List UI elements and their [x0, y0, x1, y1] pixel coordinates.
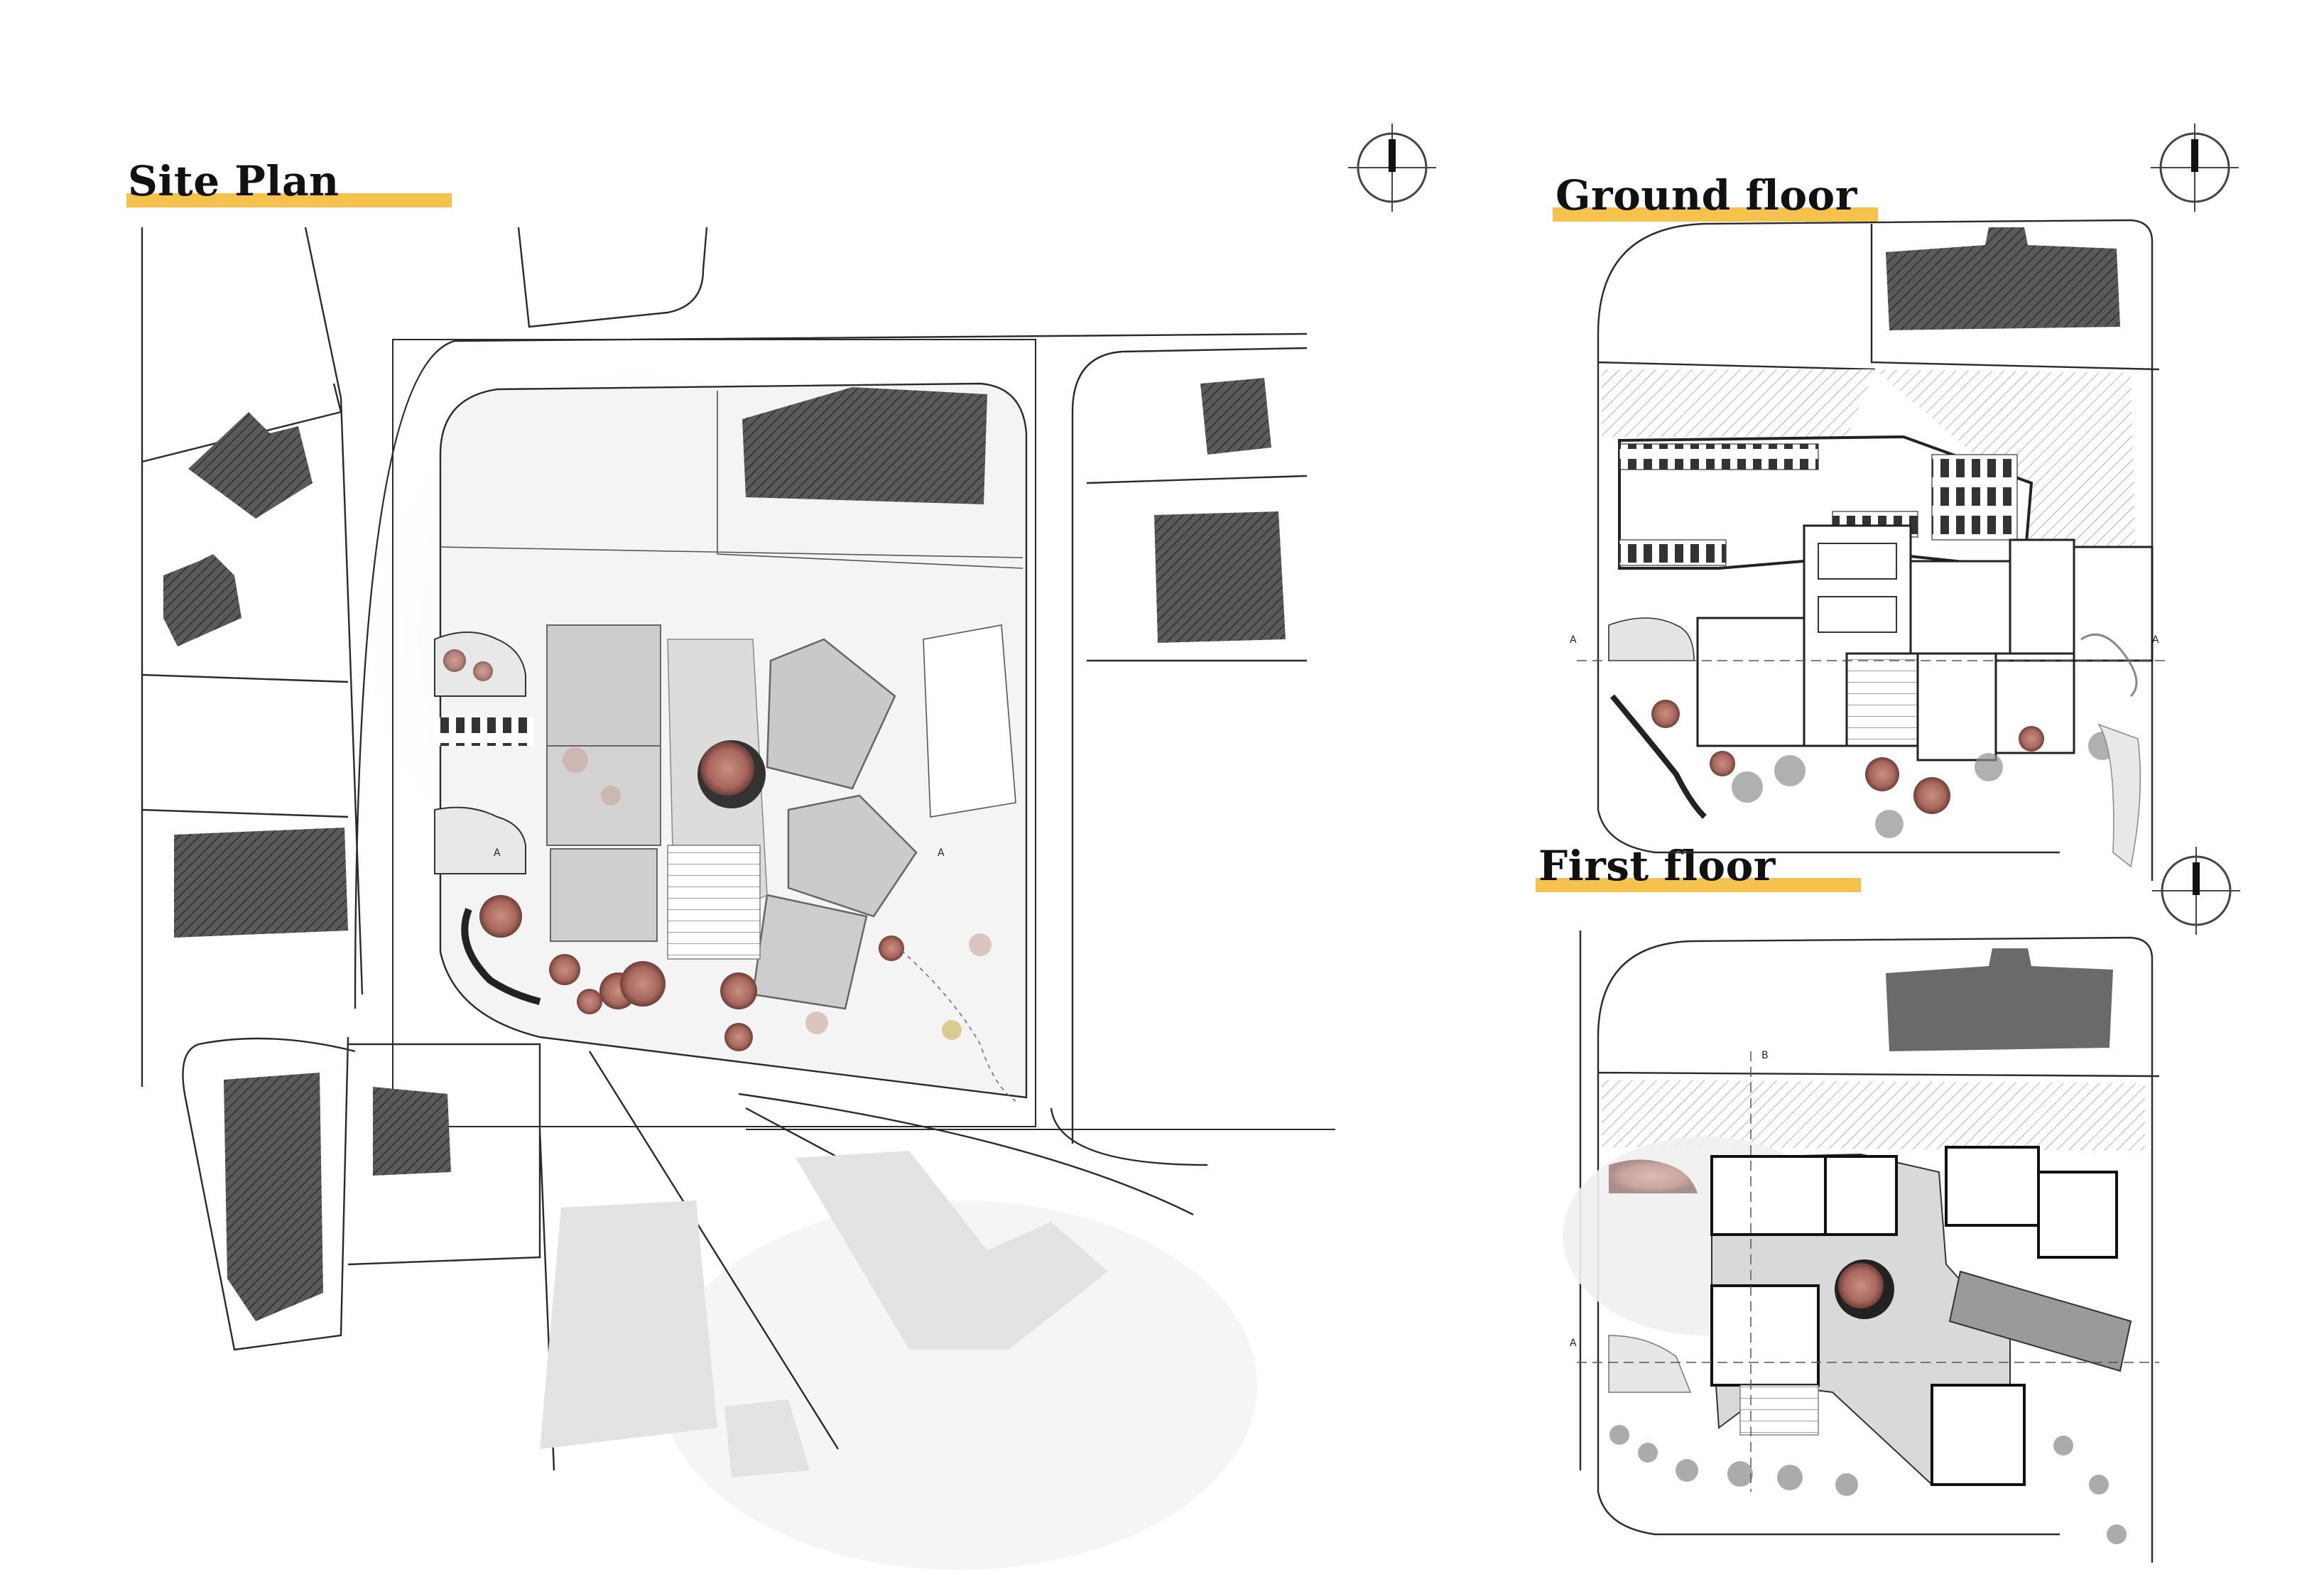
ff-trees — [1609, 1425, 2127, 1544]
ground-floor-plan: A A — [1570, 219, 2166, 881]
ground-floor-underline — [1553, 207, 1878, 222]
north-arrow-icon — [2149, 122, 2240, 213]
first-floor-underline — [1536, 878, 1861, 892]
ff-rooms — [1710, 1146, 2118, 1486]
site-trees — [443, 649, 992, 1051]
gf-neighbor-building — [1886, 227, 2120, 330]
neighbor-buildings — [163, 378, 1286, 1321]
gf-site-lines — [1597, 219, 2160, 881]
lower-wash — [661, 1200, 1257, 1570]
courtyard-tree — [700, 742, 754, 796]
ff-bridge — [1948, 1270, 2132, 1372]
ff-neighbor-building — [1886, 948, 2113, 1051]
gf-section-a-west: A — [1570, 634, 1577, 646]
gf-hatched-zone — [1602, 369, 1875, 437]
north-arrow-icon — [2151, 845, 2242, 936]
site-section-a-east: A — [938, 847, 945, 859]
gf-rooms — [1696, 524, 2154, 761]
site-section-a-west: A — [494, 847, 501, 859]
ff-hatched-zone — [1602, 1080, 2145, 1151]
parking-strip — [435, 717, 534, 746]
site-plan: A A — [141, 227, 1335, 1570]
north-road-line — [517, 227, 708, 328]
ff-section-a: A — [1570, 1338, 1577, 1349]
site-plan-underline — [126, 193, 452, 207]
west-lot-lines — [141, 227, 364, 1087]
gf-section-a-east: A — [2152, 634, 2159, 646]
site-plan-title: Site Plan — [128, 157, 340, 205]
south-road-lines — [182, 1036, 1194, 1471]
main-road-outer — [354, 332, 1308, 1009]
ground-floor-title: Ground floor — [1555, 171, 1857, 219]
east-road-lines — [1050, 347, 1308, 1166]
parcel-internal-lines — [440, 391, 1023, 569]
north-arrow-icon — [1347, 122, 1438, 213]
faded-buildings — [540, 1151, 1108, 1478]
first-floor-plan: A B — [1563, 931, 2160, 1563]
ff-courtyard-tree — [1838, 1263, 1884, 1308]
gf-trees — [1651, 700, 2117, 838]
site-boundary — [392, 339, 1036, 1127]
ff-section-b: B — [1761, 1050, 1769, 1061]
